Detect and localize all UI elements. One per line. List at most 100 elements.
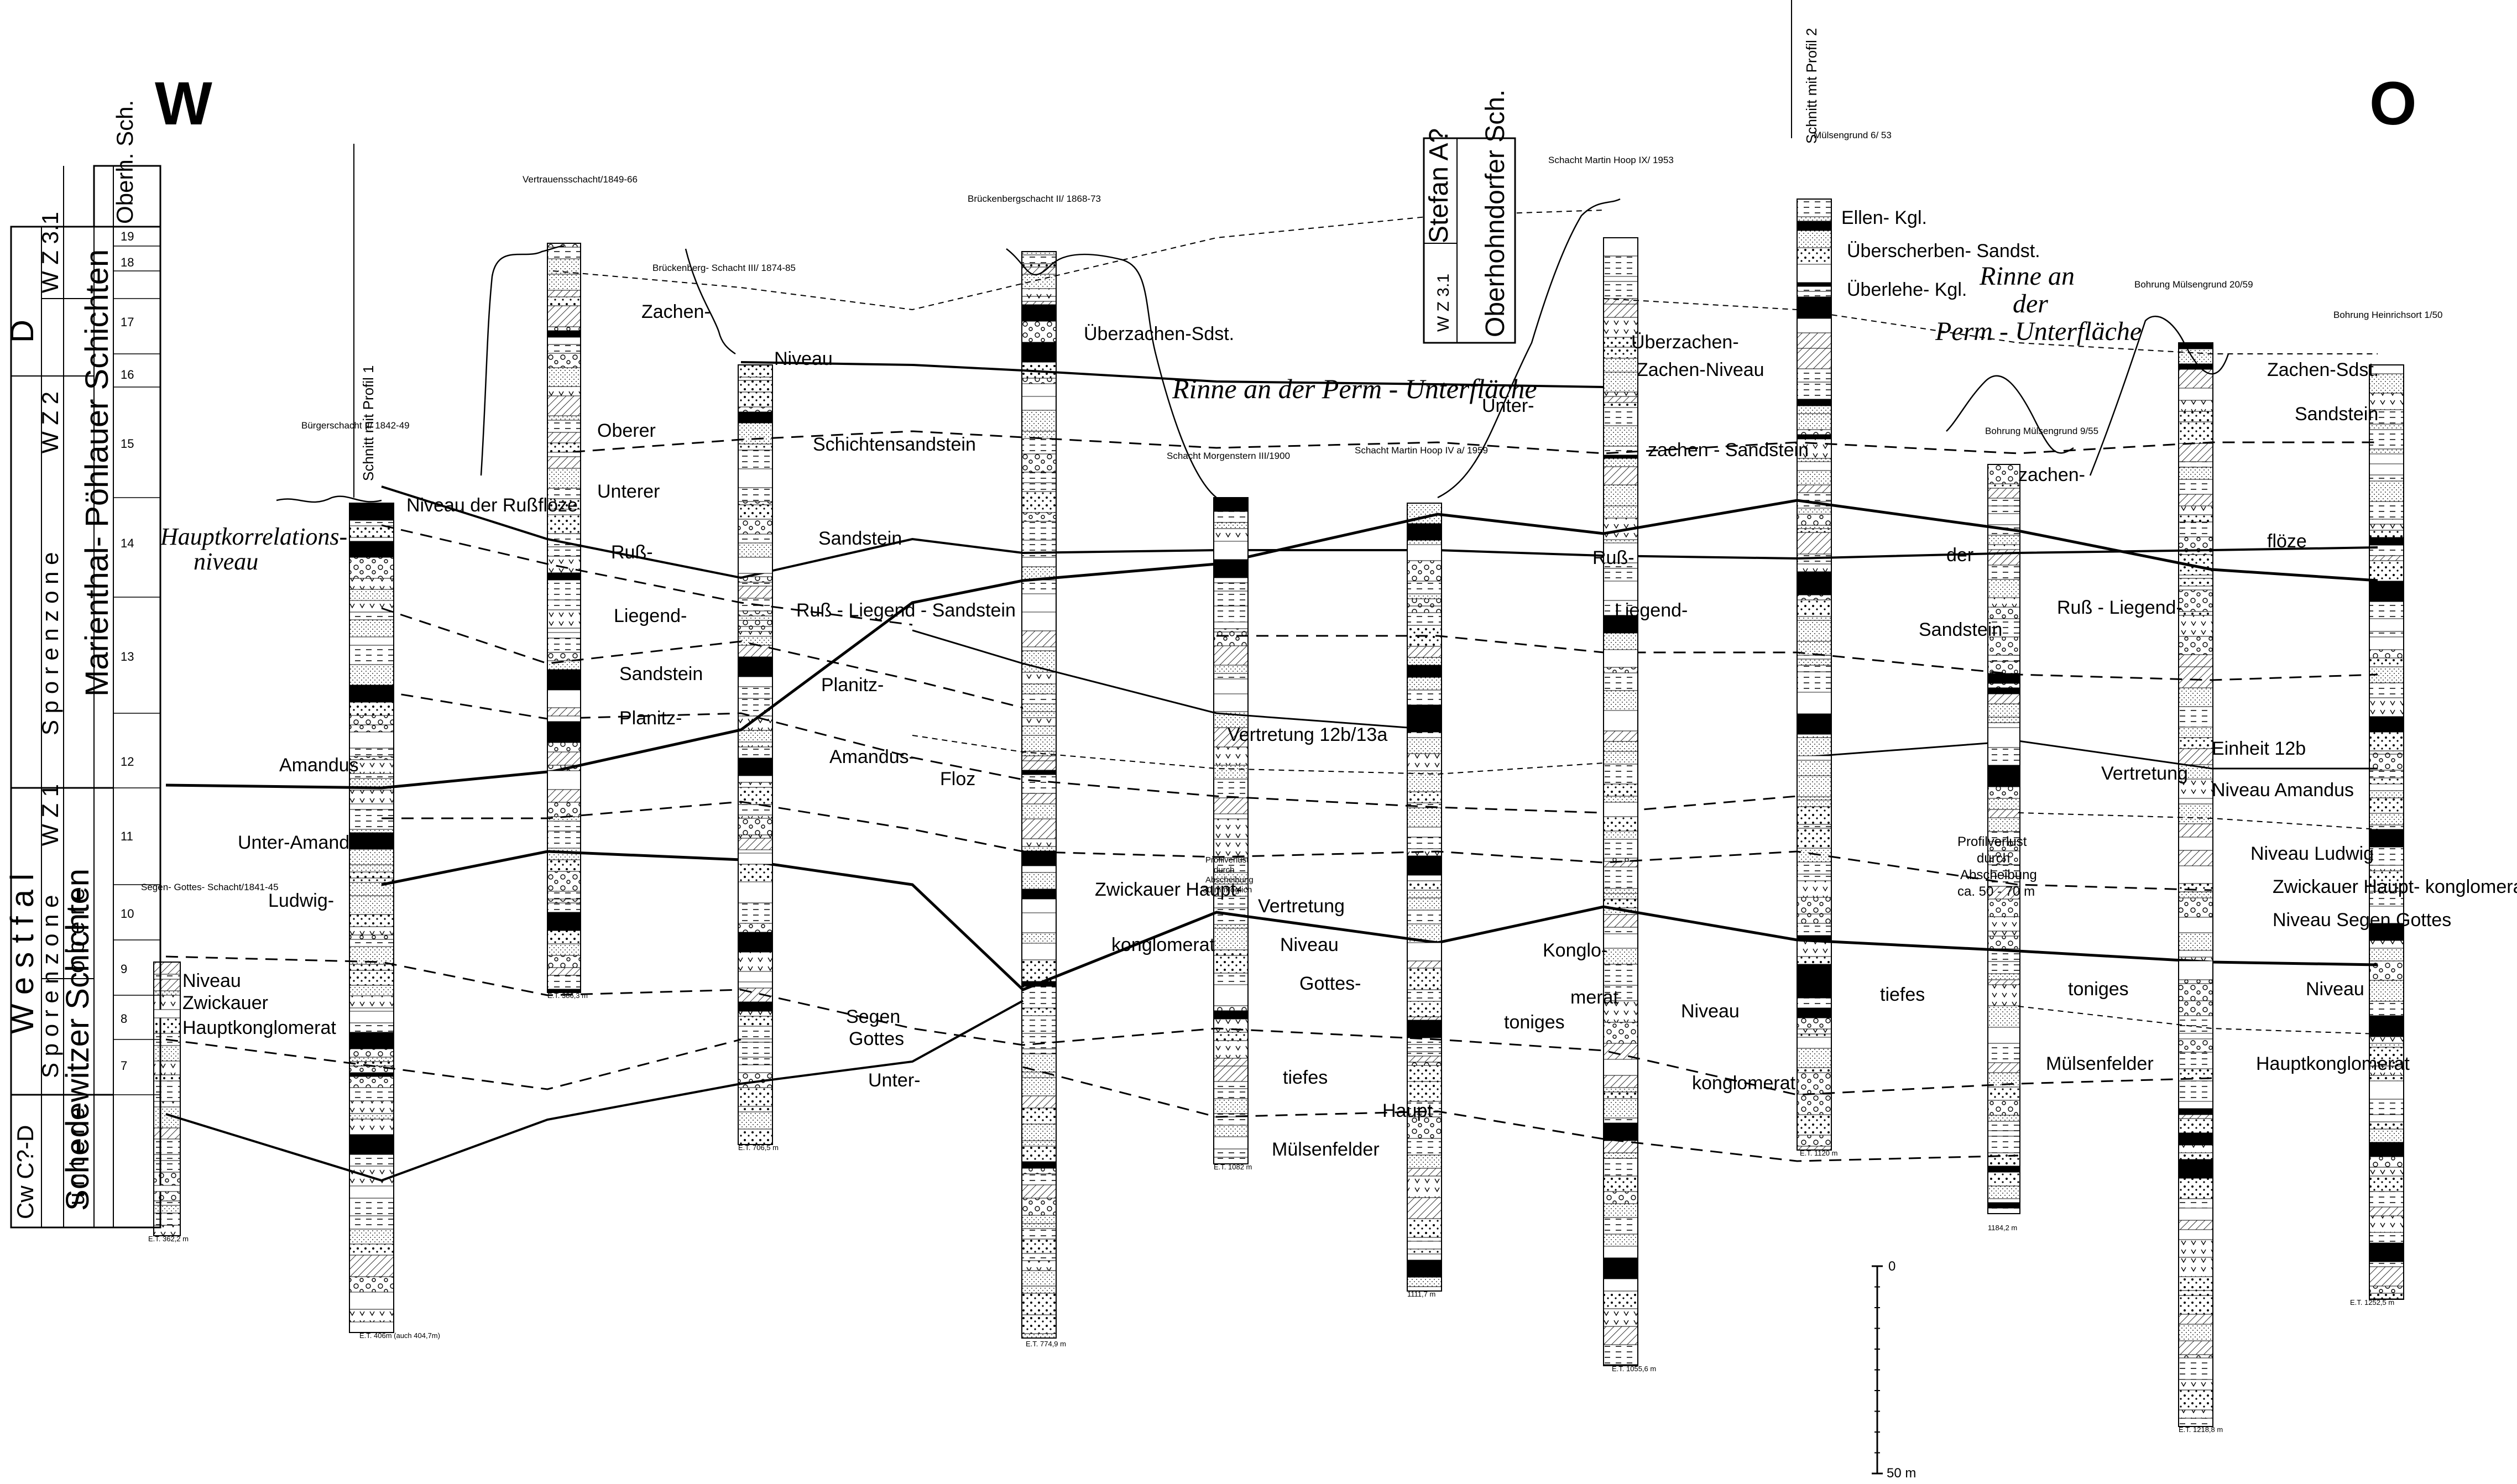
correlation-lines xyxy=(165,210,2378,1182)
shaft-columns xyxy=(153,198,2404,1427)
correlation-label: Niveau Segen Gottes xyxy=(2273,910,2451,931)
svg-text:Perm - Unterfläche: Perm - Unterfläche xyxy=(1935,317,2142,346)
shaft-title-12: Bohrung Heinrichsort 1/50 xyxy=(2333,310,2443,320)
shaft-title-10: Bohrung Mülsengrund 9/55 xyxy=(1985,426,2098,436)
shaft-title-5: Brückenbergschacht II/ 1868-73 xyxy=(968,194,1101,204)
shaft-column-3 xyxy=(547,243,581,993)
zone-wz1: W Z 1 xyxy=(37,784,63,846)
svg-text:Schnitt mit Profil 2: Schnitt mit Profil 2 xyxy=(1803,28,1820,144)
hauptkorrelationsniveau-label: Hauptkorrelations- niveau xyxy=(160,523,347,575)
level-11: 11 xyxy=(121,829,133,843)
correlation-label: Zwickauer Haupt- xyxy=(1095,879,1242,900)
shaft-column-1 xyxy=(153,962,181,1236)
zone-d: D xyxy=(4,320,40,343)
svg-text:Profilverlust: Profilverlust xyxy=(1957,834,2027,849)
correlation-label: konglomerat xyxy=(1111,934,1215,955)
shaft-sub-6: E.T. 1082 m xyxy=(1214,1163,1252,1171)
svg-text:Rinne an: Rinne an xyxy=(1979,262,2075,291)
correlation-label: Ruß - Liegend - Sandstein xyxy=(796,600,1016,621)
svg-text:Schnitt mit Profil 1: Schnitt mit Profil 1 xyxy=(360,365,377,481)
svg-text:Oberhohndorfer Sch.: Oberhohndorfer Sch. xyxy=(1481,90,1510,337)
rinne-label-top: Rinne an der Perm - Unterfläche xyxy=(1172,373,1537,404)
correlation-label: Vertretung 12b/13a xyxy=(1228,724,1387,745)
level-14: 14 xyxy=(121,536,134,550)
correlation-label: konglomerat xyxy=(1692,1073,1796,1094)
level-13: 13 xyxy=(121,650,134,663)
correlation-label: tiefes xyxy=(1880,984,1925,1005)
shaft-titles: Segen- Gottes- Schacht/1841-45 E.T. 362,… xyxy=(141,130,2443,1434)
correlation-label: Zachen-Sdst. xyxy=(2267,359,2379,380)
correlation-label: Sandstein xyxy=(818,528,902,549)
shaft-column-7 xyxy=(1407,503,1442,1292)
correlation-label: Niveau der Rußflöze xyxy=(406,495,578,516)
correlation-label: Sandstein xyxy=(1919,619,2002,640)
correlation-label: Haupt- xyxy=(1382,1100,1439,1121)
shaft-sub-7: 1111,7 m xyxy=(1407,1290,1435,1298)
svg-text:Abscheibung: Abscheibung xyxy=(1960,868,2037,882)
correlation-label: Zachen- xyxy=(641,301,711,322)
correlation-label: Liegend- xyxy=(1615,600,1688,621)
svg-text:30 m möglich: 30 m möglich xyxy=(1203,885,1252,895)
correlation-label: flöze xyxy=(2267,531,2307,552)
correlation-label: der xyxy=(1946,545,1973,566)
shaft-column-8 xyxy=(1603,237,1638,1366)
svg-text:W Z 3.1: W Z 3.1 xyxy=(1434,274,1453,332)
shaft-title-1: Segen- Gottes- Schacht/1841-45 xyxy=(141,882,279,892)
shaft-title-3: Vertrauensschacht/1849-66 xyxy=(523,174,638,185)
correlation-label: Niveau xyxy=(2306,979,2364,1000)
correlation-label: Hauptkonglomerat xyxy=(182,1017,336,1038)
correlation-label: Liegend- xyxy=(614,605,687,626)
shaft-column-6 xyxy=(1213,497,1249,1164)
correlation-label: Ruß - Liegend- xyxy=(2057,597,2182,618)
shaft-column-12 xyxy=(2369,364,2404,1300)
shaft-title-7: Schacht Martin Hoop IV a/ 1959 xyxy=(1355,445,1488,456)
correlation-label: Oberer xyxy=(597,420,656,441)
shaft-sub-8: E.T. 1055,6 m xyxy=(1612,1365,1656,1373)
rinne-label-right: Rinne an der Perm - Unterfläche xyxy=(1935,262,2142,346)
level-15: 15 xyxy=(121,437,134,451)
correlation-label: Unter-Amandus- xyxy=(238,832,375,853)
shaft-column-10 xyxy=(1987,464,2020,1214)
correlation-label: zachen- xyxy=(2018,464,2085,485)
correlation-label: Ruß- xyxy=(1592,547,1635,568)
group-oberh: Oberh. Sch. xyxy=(112,100,138,224)
correlation-label: tiefes xyxy=(1283,1067,1328,1088)
shaft-title-6: Schacht Morgenstern III/1900 xyxy=(1167,451,1290,461)
correlation-label: zachen - Sandstein xyxy=(1648,440,1809,461)
shaft-title-4: Brückenberg- Schacht III/ 1874-85 xyxy=(652,263,796,273)
zone-obere: o b e r e xyxy=(63,888,89,973)
correlation-label: Amandus xyxy=(279,755,359,776)
zone-untere: u n t e r e xyxy=(63,1107,89,1205)
correlation-label: Amandus- xyxy=(829,746,915,767)
svg-text:Profilverlust: Profilverlust xyxy=(1205,855,1249,865)
stratigraphic-column: 19 18 17 16 15 14 13 12 11 10 9 8 7 Sche… xyxy=(4,100,161,1229)
correlation-label: Zachen-Niveau xyxy=(1637,359,1764,380)
shaft-sub-10: 1184,2 m xyxy=(1988,1224,2017,1232)
east-label: O xyxy=(2369,70,2417,138)
correlation-label: Mülsenfelder xyxy=(1272,1139,1380,1160)
scale-bar: 0 50 m xyxy=(1872,1259,1916,1481)
svg-text:50 m: 50 m xyxy=(1887,1466,1916,1481)
correlation-label: Ellen- Kgl. xyxy=(1841,207,1927,228)
level-9: 9 xyxy=(121,962,127,976)
correlation-label: Überscherben- Sandst. xyxy=(1847,241,2040,262)
correlation-label: Niveau Ludwig xyxy=(2250,843,2374,864)
correlation-label: Überzachen- xyxy=(1631,332,1739,353)
correlation-label: Zwickauer Haupt- konglomerat xyxy=(2273,876,2517,897)
correlation-label: Schichtensandstein xyxy=(813,434,976,455)
correlation-label: Überzachen-Sdst. xyxy=(1084,323,1234,344)
correlation-label: Niveau xyxy=(1280,934,1339,955)
level-12: 12 xyxy=(121,755,134,769)
shaft-column-9 xyxy=(1797,198,1832,1151)
svg-text:Abscheibung: Abscheibung xyxy=(1205,875,1254,885)
svg-text:Hauptkorrelations-: Hauptkorrelations- xyxy=(160,523,347,550)
correlation-label: Unterer xyxy=(597,481,660,502)
level-17: 17 xyxy=(121,315,134,329)
group-marienthal: Marienthal- Pöhlauer Schichten xyxy=(79,249,115,697)
profile-2-marker: Schnitt mit Profil 2 xyxy=(1791,0,1820,144)
zone-wz2: W Z 2 xyxy=(37,391,63,453)
level-18: 18 xyxy=(121,255,134,269)
correlation-label: Gottes- xyxy=(1299,973,1361,994)
correlation-label: Sandstein xyxy=(619,663,703,684)
